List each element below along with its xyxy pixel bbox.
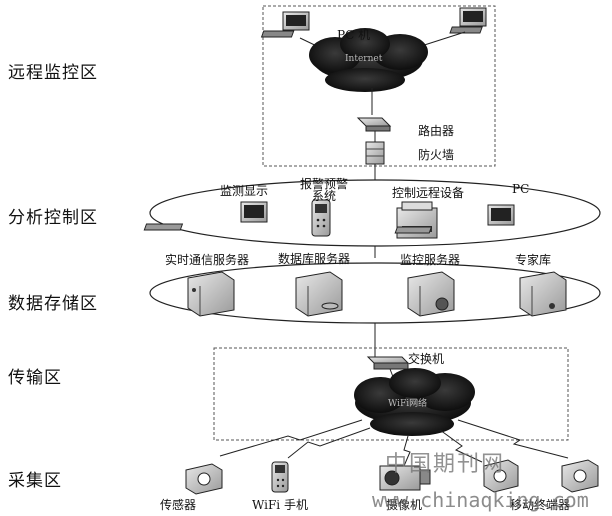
- analysis-label-monitor: 监测显示: [220, 184, 269, 198]
- remote-zone-box: [262, 5, 496, 167]
- remote-pc-right-icon: [449, 7, 487, 34]
- remote-pc-left-icon: [260, 11, 310, 38]
- zone-label-storage: 数据存储区: [8, 294, 98, 314]
- analysis-label-control: 控制远程设备: [392, 186, 465, 200]
- mobile-terminal-icon: [561, 459, 599, 493]
- realtime-comm-server-icon: [187, 271, 235, 317]
- internet-label: Internet: [345, 54, 383, 64]
- zone-label-remote: 远程监控区: [8, 63, 98, 83]
- switch-label: 交换机: [408, 352, 445, 366]
- collection-label-phone: WiFi 手机: [252, 498, 308, 512]
- watermark-en: www.chinaqking.com: [372, 488, 589, 512]
- analysis-pc-icon: [394, 204, 515, 234]
- expert-library-server-icon: [519, 271, 567, 317]
- camera-icon: [379, 465, 431, 491]
- wifi-cloud-icon: [354, 368, 475, 436]
- wireless-links: [219, 419, 569, 467]
- storage-label-realtime: 实时通信服务器: [165, 253, 250, 267]
- storage-label-monitor: 监控服务器: [400, 253, 461, 267]
- sensor-icon: [185, 463, 223, 495]
- collection-label-mobile: 移动终端器: [510, 498, 571, 512]
- analysis-label-alarm: 报警预警 系统: [300, 177, 349, 203]
- zone-label-transport: 传输区: [8, 368, 62, 388]
- router-icon: [356, 117, 392, 132]
- analysis-label-pc: PC: [512, 182, 530, 196]
- wifi-phone-icon: [271, 461, 289, 493]
- router-label: 路由器: [418, 124, 455, 138]
- firewall-icon: [365, 141, 385, 165]
- storage-label-expert: 专家库: [515, 253, 552, 267]
- zone-label-analysis: 分析控制区: [8, 208, 98, 228]
- firewall-label: 防火墙: [418, 148, 455, 162]
- monitoring-server-icon: [407, 271, 455, 317]
- device-4-icon: [483, 459, 519, 493]
- watermark-cn: 中国期刊网: [385, 452, 506, 477]
- transport-zone-box: [213, 347, 569, 441]
- database-server-icon: [295, 271, 343, 317]
- storage-label-database: 数据库服务器: [278, 252, 351, 266]
- collection-label-sensor: 传感器: [160, 498, 197, 512]
- pc-label: PC 机: [337, 28, 371, 42]
- internet-cloud-icon: [309, 28, 428, 92]
- collection-label-camera: 摄像机: [386, 498, 423, 512]
- switch-icon: [366, 356, 410, 370]
- analysis-zone-ellipse: [149, 179, 601, 247]
- zone-label-collection: 采集区: [8, 471, 62, 491]
- monitor-display-icon: [143, 201, 268, 231]
- wifi-network-label: WiFi网络: [388, 399, 428, 409]
- alarm-phone-icon: [311, 199, 331, 237]
